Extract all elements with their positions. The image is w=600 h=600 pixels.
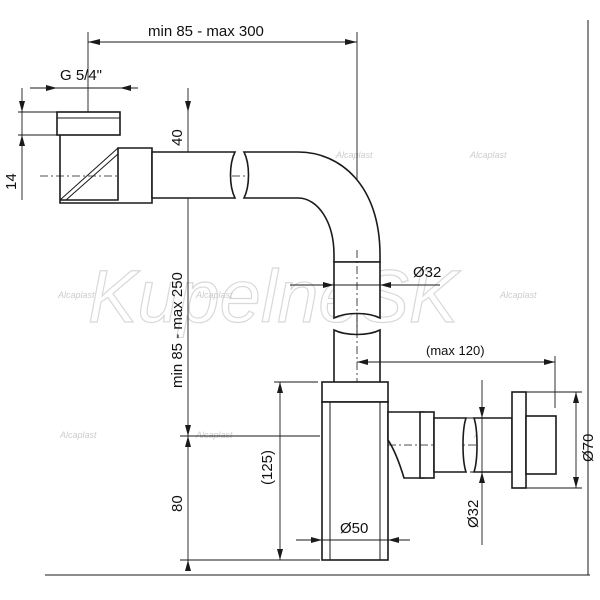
body-cap <box>321 381 389 403</box>
thread-nut <box>56 111 121 136</box>
dim-flange-diameter: Ø70 <box>580 434 597 462</box>
dim-horizontal-range: min 85 - max 300 <box>148 23 264 40</box>
arrow-diam50-left <box>311 537 322 543</box>
siphon-body <box>321 401 389 561</box>
elbow-fitting <box>59 135 153 204</box>
arrow-range-bottom <box>185 436 191 447</box>
arrow-outlet-bottom <box>479 472 485 483</box>
elbow-seam <box>59 147 119 201</box>
arrow-left <box>88 39 100 45</box>
outlet-pipe-section-b <box>472 417 513 473</box>
arrow-diam32-right <box>380 282 391 288</box>
outlet-pipe-section-a <box>433 417 468 473</box>
watermark-brand: Alcaplast <box>195 290 233 300</box>
arrow-14-top <box>19 101 25 112</box>
arrow-outlet-top <box>479 407 485 418</box>
dim-outlet-diameter: Ø32 <box>465 500 482 528</box>
dim-height-14: 14 <box>3 173 20 190</box>
arrow-right <box>345 39 357 45</box>
dim-pipe-diameter-top: Ø32 <box>413 264 441 281</box>
watermark-brand: Alcaplast <box>499 290 537 300</box>
watermark-brand: Alcaplast <box>57 290 95 300</box>
arrow-thread-right <box>120 85 131 91</box>
arrow-thread-left <box>46 85 57 91</box>
dim-body-height: (125) <box>259 450 276 485</box>
watermark-brand: Alcaplast <box>195 430 233 440</box>
arrow-diam32-left <box>323 282 334 288</box>
watermark-brand: Alcaplast <box>469 150 507 160</box>
dim-height-40: 40 <box>169 129 186 146</box>
arrow-14-bottom <box>19 135 25 146</box>
dim-body-diameter: Ø50 <box>340 520 368 537</box>
watermark-main: KupelneSK <box>88 255 462 338</box>
elbow-seam-inner <box>65 153 119 201</box>
watermark-brand: Alcaplast <box>335 150 373 160</box>
dim-vertical-range: min 85 - max 250 <box>169 272 186 388</box>
arrow-40-top <box>185 101 191 112</box>
wall-connector <box>525 415 557 475</box>
horizontal-pipe-section-a <box>151 151 237 199</box>
arrow-125-top <box>277 382 283 393</box>
arrow-125-bottom <box>277 549 283 560</box>
arrow-diam70-top <box>573 392 579 403</box>
pipe-bend <box>242 151 381 263</box>
dim-height-80: 80 <box>169 495 186 512</box>
dim-horizontal-max: (max 120) <box>426 343 485 358</box>
watermark-brand: Alcaplast <box>59 430 97 440</box>
arrow-diam70-bottom <box>573 477 579 488</box>
arrow-diam50-right <box>388 537 399 543</box>
arrow-max120-right <box>544 359 555 365</box>
arrow-max120-left <box>357 359 368 365</box>
arrow-80-top <box>185 425 191 436</box>
arrow-80-bottom <box>185 560 191 571</box>
wall-flange <box>511 391 527 489</box>
dim-thread: G 5/4" <box>60 67 102 84</box>
